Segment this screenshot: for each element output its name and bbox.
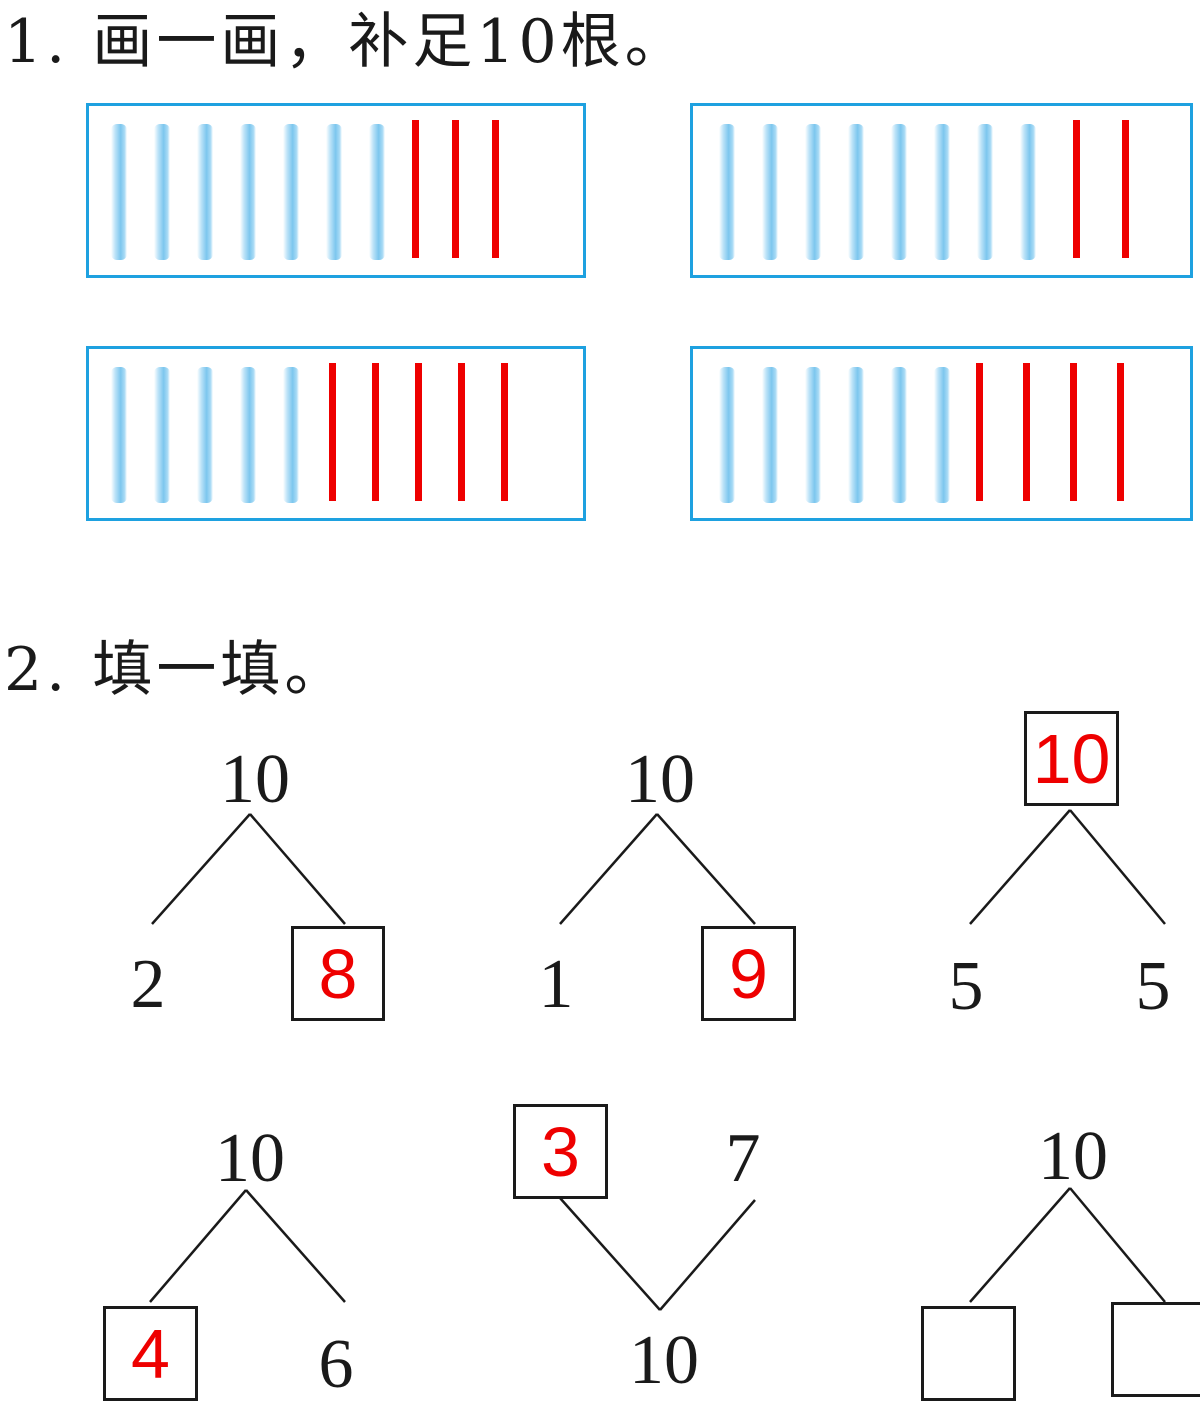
drawn-stick xyxy=(501,363,508,501)
given-stick xyxy=(1020,124,1036,260)
given-stick xyxy=(891,367,907,503)
given-stick xyxy=(848,367,864,503)
bond-whole: 10 xyxy=(1038,1118,1108,1195)
given-stick xyxy=(154,367,170,503)
given-stick xyxy=(197,367,213,503)
answer-box-left[interactable]: 3 xyxy=(513,1104,608,1199)
question-1-heading: 1. 画一画，补足10根。 xyxy=(4,7,689,77)
question-2-heading: 2. 填一填。 xyxy=(4,635,349,705)
bond-whole: 10 xyxy=(625,741,695,818)
given-stick xyxy=(326,124,342,260)
bond-line xyxy=(151,813,251,925)
bond-line xyxy=(659,1199,756,1311)
bond-part-left: 5 xyxy=(948,948,984,1025)
bond-line xyxy=(149,1189,247,1303)
answer-box-right[interactable]: 9 xyxy=(701,926,796,1021)
bond-part-left: 2 xyxy=(130,946,166,1023)
stick-box-3 xyxy=(86,346,586,521)
given-stick xyxy=(111,367,127,503)
drawn-stick xyxy=(458,363,465,501)
drawn-stick xyxy=(1117,363,1124,501)
given-stick xyxy=(154,124,170,260)
bond-line xyxy=(969,809,1071,925)
given-stick xyxy=(762,367,778,503)
drawn-stick xyxy=(492,120,499,258)
drawn-stick xyxy=(372,363,379,501)
stick-box-2 xyxy=(690,103,1193,278)
bond-whole: 10 xyxy=(629,1322,699,1399)
given-stick xyxy=(111,124,127,260)
stick-box-1 xyxy=(86,103,586,278)
drawn-stick xyxy=(1070,363,1077,501)
given-stick xyxy=(891,124,907,260)
drawn-stick xyxy=(412,120,419,258)
answer-box-right[interactable]: 8 xyxy=(291,926,385,1021)
stick-box-4 xyxy=(690,346,1193,521)
given-stick xyxy=(719,124,735,260)
given-stick xyxy=(848,124,864,260)
given-stick xyxy=(977,124,993,260)
drawn-stick xyxy=(1023,363,1030,501)
given-stick xyxy=(719,367,735,503)
given-stick xyxy=(283,124,299,260)
bond-line xyxy=(656,813,756,925)
given-stick xyxy=(197,124,213,260)
bond-line xyxy=(559,813,658,925)
answer-box-top[interactable]: 10 xyxy=(1024,711,1119,806)
drawn-stick xyxy=(976,363,983,501)
given-stick xyxy=(369,124,385,260)
given-stick xyxy=(762,124,778,260)
given-stick xyxy=(240,367,256,503)
bond-line xyxy=(249,813,346,925)
bond-line xyxy=(969,1187,1071,1303)
given-stick xyxy=(283,367,299,503)
bond-line xyxy=(1069,1187,1166,1303)
bond-part-right: 6 xyxy=(318,1326,354,1403)
given-stick xyxy=(805,367,821,503)
drawn-stick xyxy=(1122,120,1129,258)
bond-part-right: 7 xyxy=(725,1120,761,1197)
bond-whole: 10 xyxy=(220,741,290,818)
bond-line xyxy=(559,1197,661,1311)
bond-part-left: 1 xyxy=(538,946,574,1023)
bond-line xyxy=(245,1189,346,1303)
answer-box-left[interactable] xyxy=(921,1306,1016,1401)
given-stick xyxy=(934,367,950,503)
given-stick xyxy=(240,124,256,260)
drawn-stick xyxy=(415,363,422,501)
bond-line xyxy=(1069,809,1166,925)
drawn-stick xyxy=(1073,120,1080,258)
given-stick xyxy=(805,124,821,260)
given-stick xyxy=(934,124,950,260)
drawn-stick xyxy=(329,363,336,501)
answer-box-left[interactable]: 4 xyxy=(103,1306,198,1401)
bond-part-right: 5 xyxy=(1135,948,1171,1025)
drawn-stick xyxy=(452,120,459,258)
answer-box-right[interactable] xyxy=(1111,1302,1200,1397)
bond-whole: 10 xyxy=(215,1120,285,1197)
